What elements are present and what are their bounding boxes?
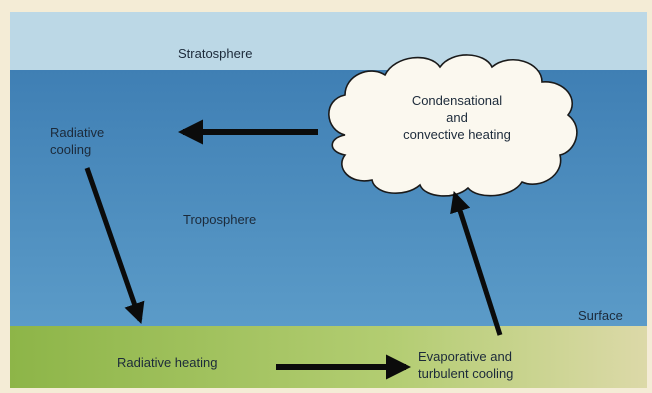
evaporative-cooling-line-2: turbulent cooling bbox=[418, 366, 514, 381]
arrow-to-surface bbox=[84, 167, 145, 324]
radiative-heating-label: Radiative heating bbox=[117, 355, 218, 370]
troposphere-label: Troposphere bbox=[183, 212, 257, 227]
radiative-cooling-line-1: Radiative bbox=[50, 125, 105, 140]
cloud-label-line-1: Condensational bbox=[411, 93, 503, 108]
surface-layer bbox=[10, 326, 647, 388]
cloud-label-line-3: convective heating bbox=[403, 127, 511, 142]
radiative-cooling-label: Radiative cooling bbox=[50, 124, 104, 158]
stratosphere-layer bbox=[10, 12, 647, 70]
cloud-shape bbox=[328, 54, 578, 197]
arrow-to-cloud bbox=[450, 191, 503, 336]
radiative-cooling-line-2: cooling bbox=[50, 142, 92, 157]
stratosphere-label: Stratosphere bbox=[178, 46, 253, 61]
surface-label: Surface bbox=[578, 308, 623, 323]
evaporative-cooling-line-1: Evaporative and bbox=[418, 349, 512, 364]
cloud-label: Condensational and convective heating bbox=[372, 92, 542, 143]
evaporative-cooling-label: Evaporative and turbulent cooling bbox=[418, 348, 513, 382]
cloud-label-line-2: and bbox=[446, 110, 468, 125]
